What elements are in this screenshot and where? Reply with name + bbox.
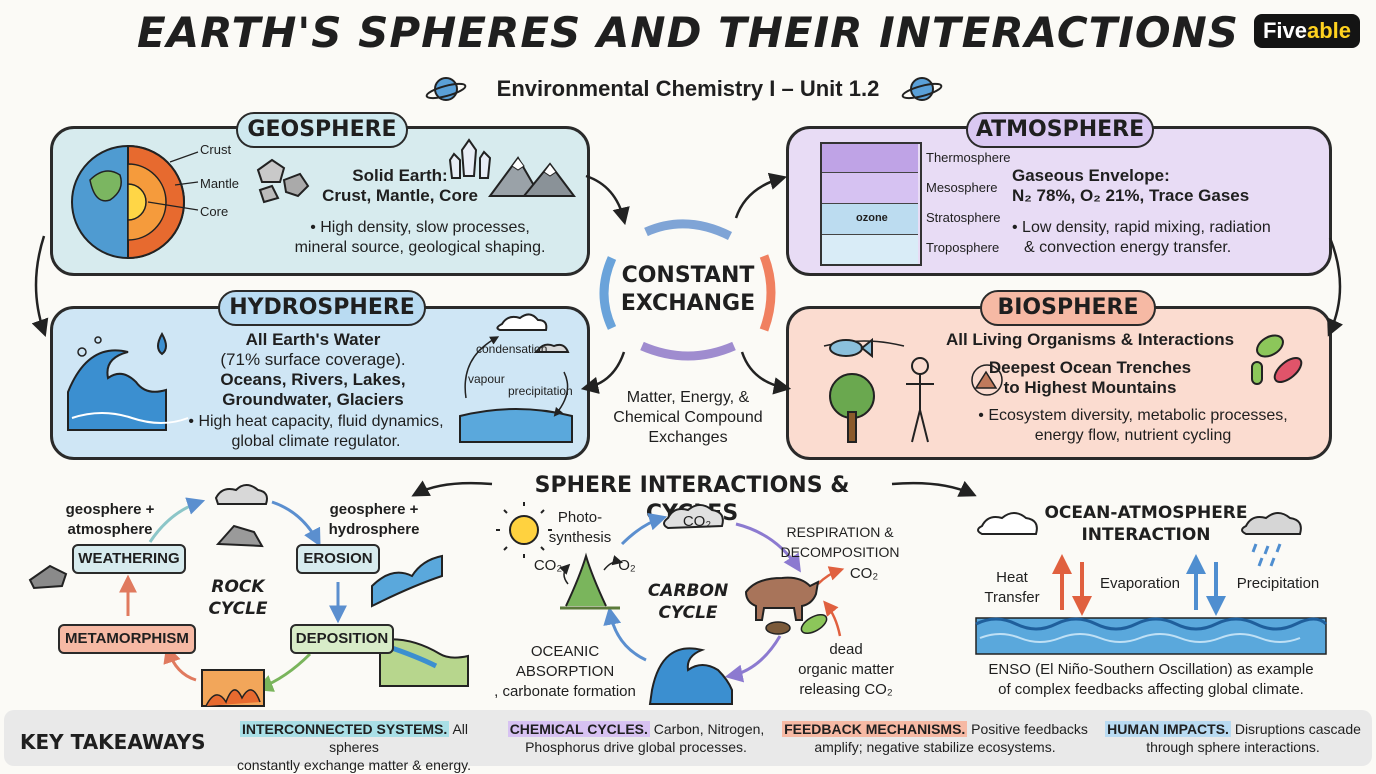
biosphere-heading: All Living Organisms & Interactions Deep… (945, 330, 1235, 397)
geosphere-tag: GEOSPHERE (236, 112, 408, 148)
precipitation-label: precipitation (508, 384, 573, 398)
geosphere-heading: Solid Earth:Crust, Mantle, Core (322, 166, 478, 205)
rocks-icon (256, 158, 310, 204)
troposphere-label: Troposphere (926, 240, 1000, 255)
microbes-icon (1251, 334, 1303, 385)
hydrosphere-tag: HYDROSPHERE (218, 290, 426, 326)
crust-label: Crust (200, 142, 232, 157)
rock-right-note: geosphere +hydrosphere (328, 501, 420, 538)
precipitation-ocean-label: Precipitation (1236, 575, 1320, 592)
biosphere-bullet: • Ecosystem diversity, metabolic process… (978, 407, 1288, 444)
rock-left-note: geosphere +atmosphere (65, 501, 155, 538)
mountain-icon (488, 156, 576, 197)
core-label: Core (200, 204, 229, 219)
atmosphere-bullet: • Low density, rapid mixing, radiation& … (1012, 219, 1271, 256)
page-title: EARTH'S SPHERES AND THEIR INTERACTIONS (136, 8, 1240, 57)
co2-release-label: CO₂ (849, 565, 879, 582)
stratosphere-label: Stratosphere (926, 210, 1001, 225)
ocean-atmo-diagram (975, 512, 1328, 655)
biosphere-tag: BIOSPHERE (980, 290, 1156, 326)
mantle-label: Mantle (200, 176, 240, 191)
takeaways-label: KEY TAKEAWAYS (20, 730, 206, 754)
atmosphere-tag: ATMOSPHERE (966, 112, 1154, 148)
ozone-label: ozone (856, 212, 888, 224)
geosphere-bullet: • High density, slow processes,mineral s… (294, 219, 546, 256)
photosynthesis-label: Photo-synthesis (548, 509, 612, 546)
troposphere-layer (822, 235, 918, 264)
biosphere-organisms-icon (823, 337, 934, 443)
thermosphere-layer (822, 144, 918, 173)
atmosphere-heading: Gaseous Envelope:N₂ 78%, O₂ 21%, Trace G… (1012, 166, 1250, 205)
mountain-cycle-icon (971, 364, 1003, 396)
enso-note: ENSO (El Niño-Southern Oscillation) as e… (988, 661, 1314, 698)
hydrosphere-bullet: • High heat capacity, fluid dynamics,glo… (188, 413, 444, 450)
takeaway-human-impacts: HUMAN IMPACTS. Disruptions cascade throu… (1105, 721, 1361, 755)
crystal-icon (448, 138, 492, 179)
planet-icon (425, 77, 467, 101)
erosion-box: EROSION (296, 544, 380, 574)
takeaways-bar (4, 710, 1372, 766)
earth-layers-icon (71, 144, 199, 260)
evaporation-label: Evaporation (1099, 575, 1181, 592)
o2-release-label: O₂ (618, 557, 636, 574)
weathering-box: WEATHERING (72, 544, 186, 574)
respiration-label: RESPIRATION &DECOMPOSITION (780, 524, 900, 560)
rock-cycle-arrows (28, 484, 469, 707)
water-cycle-icon (459, 313, 573, 443)
thermosphere-label: Thermosphere (926, 150, 1011, 165)
hydrosphere-heading: All Earth's Water(71% surface coverage).… (220, 330, 406, 409)
takeaway-feedback: FEEDBACK MECHANISMS. Positive feedbacks … (782, 721, 1088, 755)
stratosphere-layer: ozone (822, 204, 918, 235)
carbon-cycle-diagram (496, 502, 845, 705)
takeaway-interconnected: INTERCONNECTED SYSTEMS. All spheres cons… (237, 721, 471, 773)
planet-icon-right (901, 77, 943, 101)
condensation-label: condensation (476, 342, 548, 356)
atmosphere-layers-diagram: ozone (820, 142, 922, 266)
mesosphere-layer (822, 173, 918, 204)
co2-intake-label: CO₂ (533, 557, 563, 574)
metamorphism-box: METAMORPHISM (58, 624, 196, 654)
page-subtitle: Environmental Chemistry I – Unit 1.2 (496, 76, 880, 101)
wave-icon (67, 331, 189, 431)
vapour-label: vapour (468, 372, 505, 386)
takeaway-chemical-cycles: CHEMICAL CYCLES. Carbon, Nitrogen, Phosp… (507, 721, 765, 755)
deposition-box: DEPOSITION (290, 624, 394, 654)
co2-cloud-label: CO₂ (682, 513, 712, 530)
mesosphere-label: Mesosphere (926, 180, 998, 195)
